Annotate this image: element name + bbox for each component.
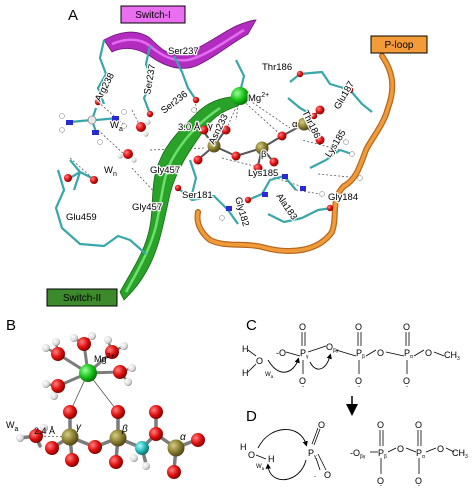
label-thr186-top: Thr186 <box>262 62 292 73</box>
label-gly184: Gly184 <box>328 192 358 203</box>
c-ch3: CH3 <box>444 350 460 362</box>
panel-c: C H O H Wa -O Pγ O O <box>242 317 460 416</box>
switch1-callout: Switch-I <box>120 5 186 24</box>
d-pb: Pβ <box>378 448 387 460</box>
mg-water-atoms <box>42 332 136 400</box>
label-lys185-left: Lys185 <box>248 168 278 179</box>
label-distance-b: 2.4 Å <box>34 426 55 436</box>
label-beta-a: β <box>261 149 267 160</box>
d-arrow-bottom <box>265 459 307 481</box>
d-o-water: O <box>248 450 255 460</box>
label-glu459: Glu459 <box>66 212 97 223</box>
switch1-label: Switch-I <box>135 10 171 21</box>
panel-letter-d: D <box>246 408 257 425</box>
label-ser236: Ser236 <box>159 89 190 117</box>
label-wa-a: Wa <box>110 120 123 133</box>
c-o-bot-a: O <box>403 376 410 386</box>
panel-d: D H O H Wa Pγ O O - <box>240 408 468 489</box>
d-h1: H <box>240 442 247 452</box>
label-gamma-b: γ <box>76 422 82 433</box>
d-o-top-b: O <box>377 420 384 430</box>
label-gly457-lower: Gly457 <box>132 202 162 213</box>
switch1-ribbon <box>103 19 257 69</box>
c-o-bot-b: O <box>355 376 362 386</box>
c-o-bot-g: O <box>299 376 306 386</box>
label-wa-b: Wa <box>6 420 19 433</box>
label-ser237-top: Ser237 <box>168 46 199 57</box>
label-mg-a: Mg2+ <box>248 92 269 104</box>
d-o-bot-b: O <box>377 476 384 486</box>
arg238-atoms <box>59 109 127 145</box>
panel-b: B <box>6 317 205 479</box>
label-gly457-upper: Gly457 <box>150 165 180 176</box>
label-distance-a: 3.0 Å <box>178 122 201 133</box>
mg-ion-a <box>225 87 283 137</box>
d-o-bridge-ab: O <box>397 444 404 454</box>
c-h1: H <box>242 344 249 354</box>
label-alpha-b: α <box>180 432 186 443</box>
c-o-top-g: O <box>299 322 306 332</box>
ploop-label: P-loop <box>385 40 414 51</box>
label-mg-b: Mg2+ <box>94 353 115 364</box>
c-o-methyl: O <box>425 348 432 358</box>
d-o-methyl: O <box>437 444 444 454</box>
triphosphate-b <box>45 405 205 479</box>
switch2-ribbon <box>119 95 245 301</box>
c-o-top-b: O <box>355 322 362 332</box>
c-o-bridge: Oβγ <box>326 342 339 354</box>
water-wa <box>136 119 151 137</box>
switch2-callout: Switch-II <box>46 288 118 307</box>
switch2-label: Switch-II <box>63 293 101 304</box>
d-minus-b: - <box>380 483 382 487</box>
d-o-bot-g: O <box>324 470 331 480</box>
c-o-bridge-ab: O <box>377 348 384 358</box>
panel-letter-b: B <box>6 317 16 334</box>
label-ser237-vertical: Ser237 <box>142 63 158 95</box>
c-pa: Pα <box>404 348 413 360</box>
c-o-top-a: O <box>403 322 410 332</box>
water-wa-b <box>16 424 71 443</box>
c-arrow-attack <box>267 357 300 373</box>
c-wa: Wa <box>265 372 274 379</box>
ploop-callout: P-loop <box>370 35 428 54</box>
d-o-bot-a: O <box>415 476 422 486</box>
c-minus-b: - <box>358 384 360 390</box>
label-glu187: Glu187 <box>332 79 357 111</box>
d-arrow-top <box>257 429 308 449</box>
c-h2: H <box>242 368 249 378</box>
misc-atoms-a <box>94 70 363 221</box>
d-o-top-g: O <box>318 420 325 430</box>
backbone-traces <box>54 39 373 255</box>
c-o-water: O <box>256 356 263 366</box>
label-alpha-a: α <box>292 119 298 130</box>
d-minus-g: - <box>314 474 316 480</box>
mg-ion-b <box>79 364 97 382</box>
c-pg: Pγ <box>300 348 309 360</box>
label-beta-b: β <box>121 424 128 435</box>
d-pa: Pα <box>416 448 425 460</box>
d-o-top-a: O <box>415 420 422 430</box>
panel-letter-a: A <box>68 7 78 24</box>
label-ser181: Ser181 <box>182 190 213 201</box>
d-o-minus-left: -Oβγ <box>350 448 366 460</box>
d-ch3: CH3 <box>452 448 468 460</box>
c-arrow-leaving <box>309 353 332 370</box>
d-minus-a: - <box>418 483 420 487</box>
c-minus-a: - <box>406 384 408 390</box>
label-gamma-a: γ <box>208 121 213 132</box>
label-wn-a: Wn <box>104 165 117 178</box>
d-pg: Pγ <box>308 448 317 460</box>
d-h2: H <box>268 454 275 464</box>
label-arg238: Arg238 <box>93 71 117 103</box>
panel-letter-c: C <box>246 317 257 334</box>
d-wa: Wa <box>256 464 265 471</box>
c-pb: Pβ <box>356 348 365 360</box>
glu459-sidechain <box>64 170 98 184</box>
c-o-minus-left: -O <box>276 348 286 358</box>
c-minus-g: - <box>302 384 304 390</box>
water-wn <box>117 149 137 163</box>
panel-a: A <box>46 5 428 307</box>
